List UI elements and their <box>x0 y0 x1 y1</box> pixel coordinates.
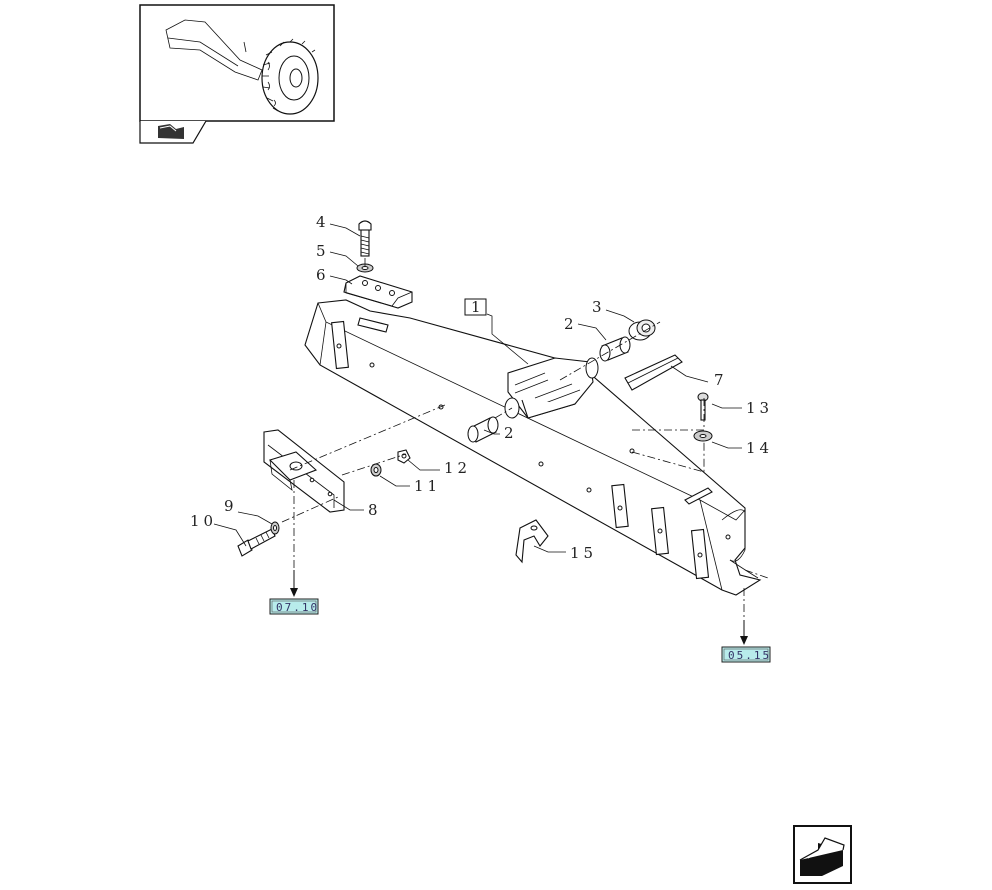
part-11-washer <box>370 463 382 477</box>
part-4-bolt <box>358 220 372 257</box>
ref-arrow-right <box>740 620 748 645</box>
ref-box-right[interactable]: 05.15 <box>721 646 771 663</box>
callout-2-upper: 2 <box>564 315 578 333</box>
axle-housing <box>304 299 762 596</box>
ref-arrow-left <box>290 570 298 597</box>
callout-4: 4 <box>316 213 330 231</box>
leader-lines <box>213 223 742 553</box>
callout-15: 15 <box>570 544 597 562</box>
thumbnail-panel[interactable] <box>139 4 335 144</box>
book-arrow-icon <box>158 124 184 139</box>
part-10-bolt <box>237 528 276 557</box>
callout-2-lower: 2 <box>504 424 518 442</box>
next-page-arrow-icon[interactable] <box>793 825 852 884</box>
callout-13: 13 <box>746 399 773 417</box>
callout-11: 11 <box>414 477 441 495</box>
callout-5: 5 <box>316 242 330 260</box>
tractor-front-axle-thumbnail-icon <box>165 19 319 115</box>
part-15-clamp <box>515 519 549 564</box>
callout-9: 9 <box>224 497 238 515</box>
callout-7: 7 <box>714 371 728 389</box>
callout-6: 6 <box>316 266 330 284</box>
callout-14: 14 <box>746 439 773 457</box>
part-7-strip <box>624 354 683 391</box>
ref-label-right[interactable]: 05.15 <box>728 649 771 662</box>
ref-box-left[interactable]: 07.10 <box>269 598 319 615</box>
part-14-washer <box>693 430 713 442</box>
part-3-ring <box>628 319 656 341</box>
callout-3: 3 <box>592 298 606 316</box>
part-12-nut <box>397 449 411 464</box>
callout-1: 1 <box>471 298 481 316</box>
part-2-bushing-lower <box>467 416 499 443</box>
part-6-bracket <box>343 275 413 309</box>
callout-labels: 4 5 6 2 3 7 13 14 2 12 11 8 9 10 15 <box>190 213 773 562</box>
part-13-bolt <box>697 392 709 421</box>
callout-12: 12 <box>444 459 471 477</box>
ref-label-left[interactable]: 07.10 <box>276 601 319 614</box>
callout-8: 8 <box>368 501 382 519</box>
callout-10: 10 <box>190 512 217 530</box>
part-8-mount-plate <box>263 429 345 513</box>
part-9-washer <box>270 521 280 535</box>
callout-1-box: 1 <box>464 298 487 316</box>
part-2-bushing-upper <box>599 336 631 362</box>
